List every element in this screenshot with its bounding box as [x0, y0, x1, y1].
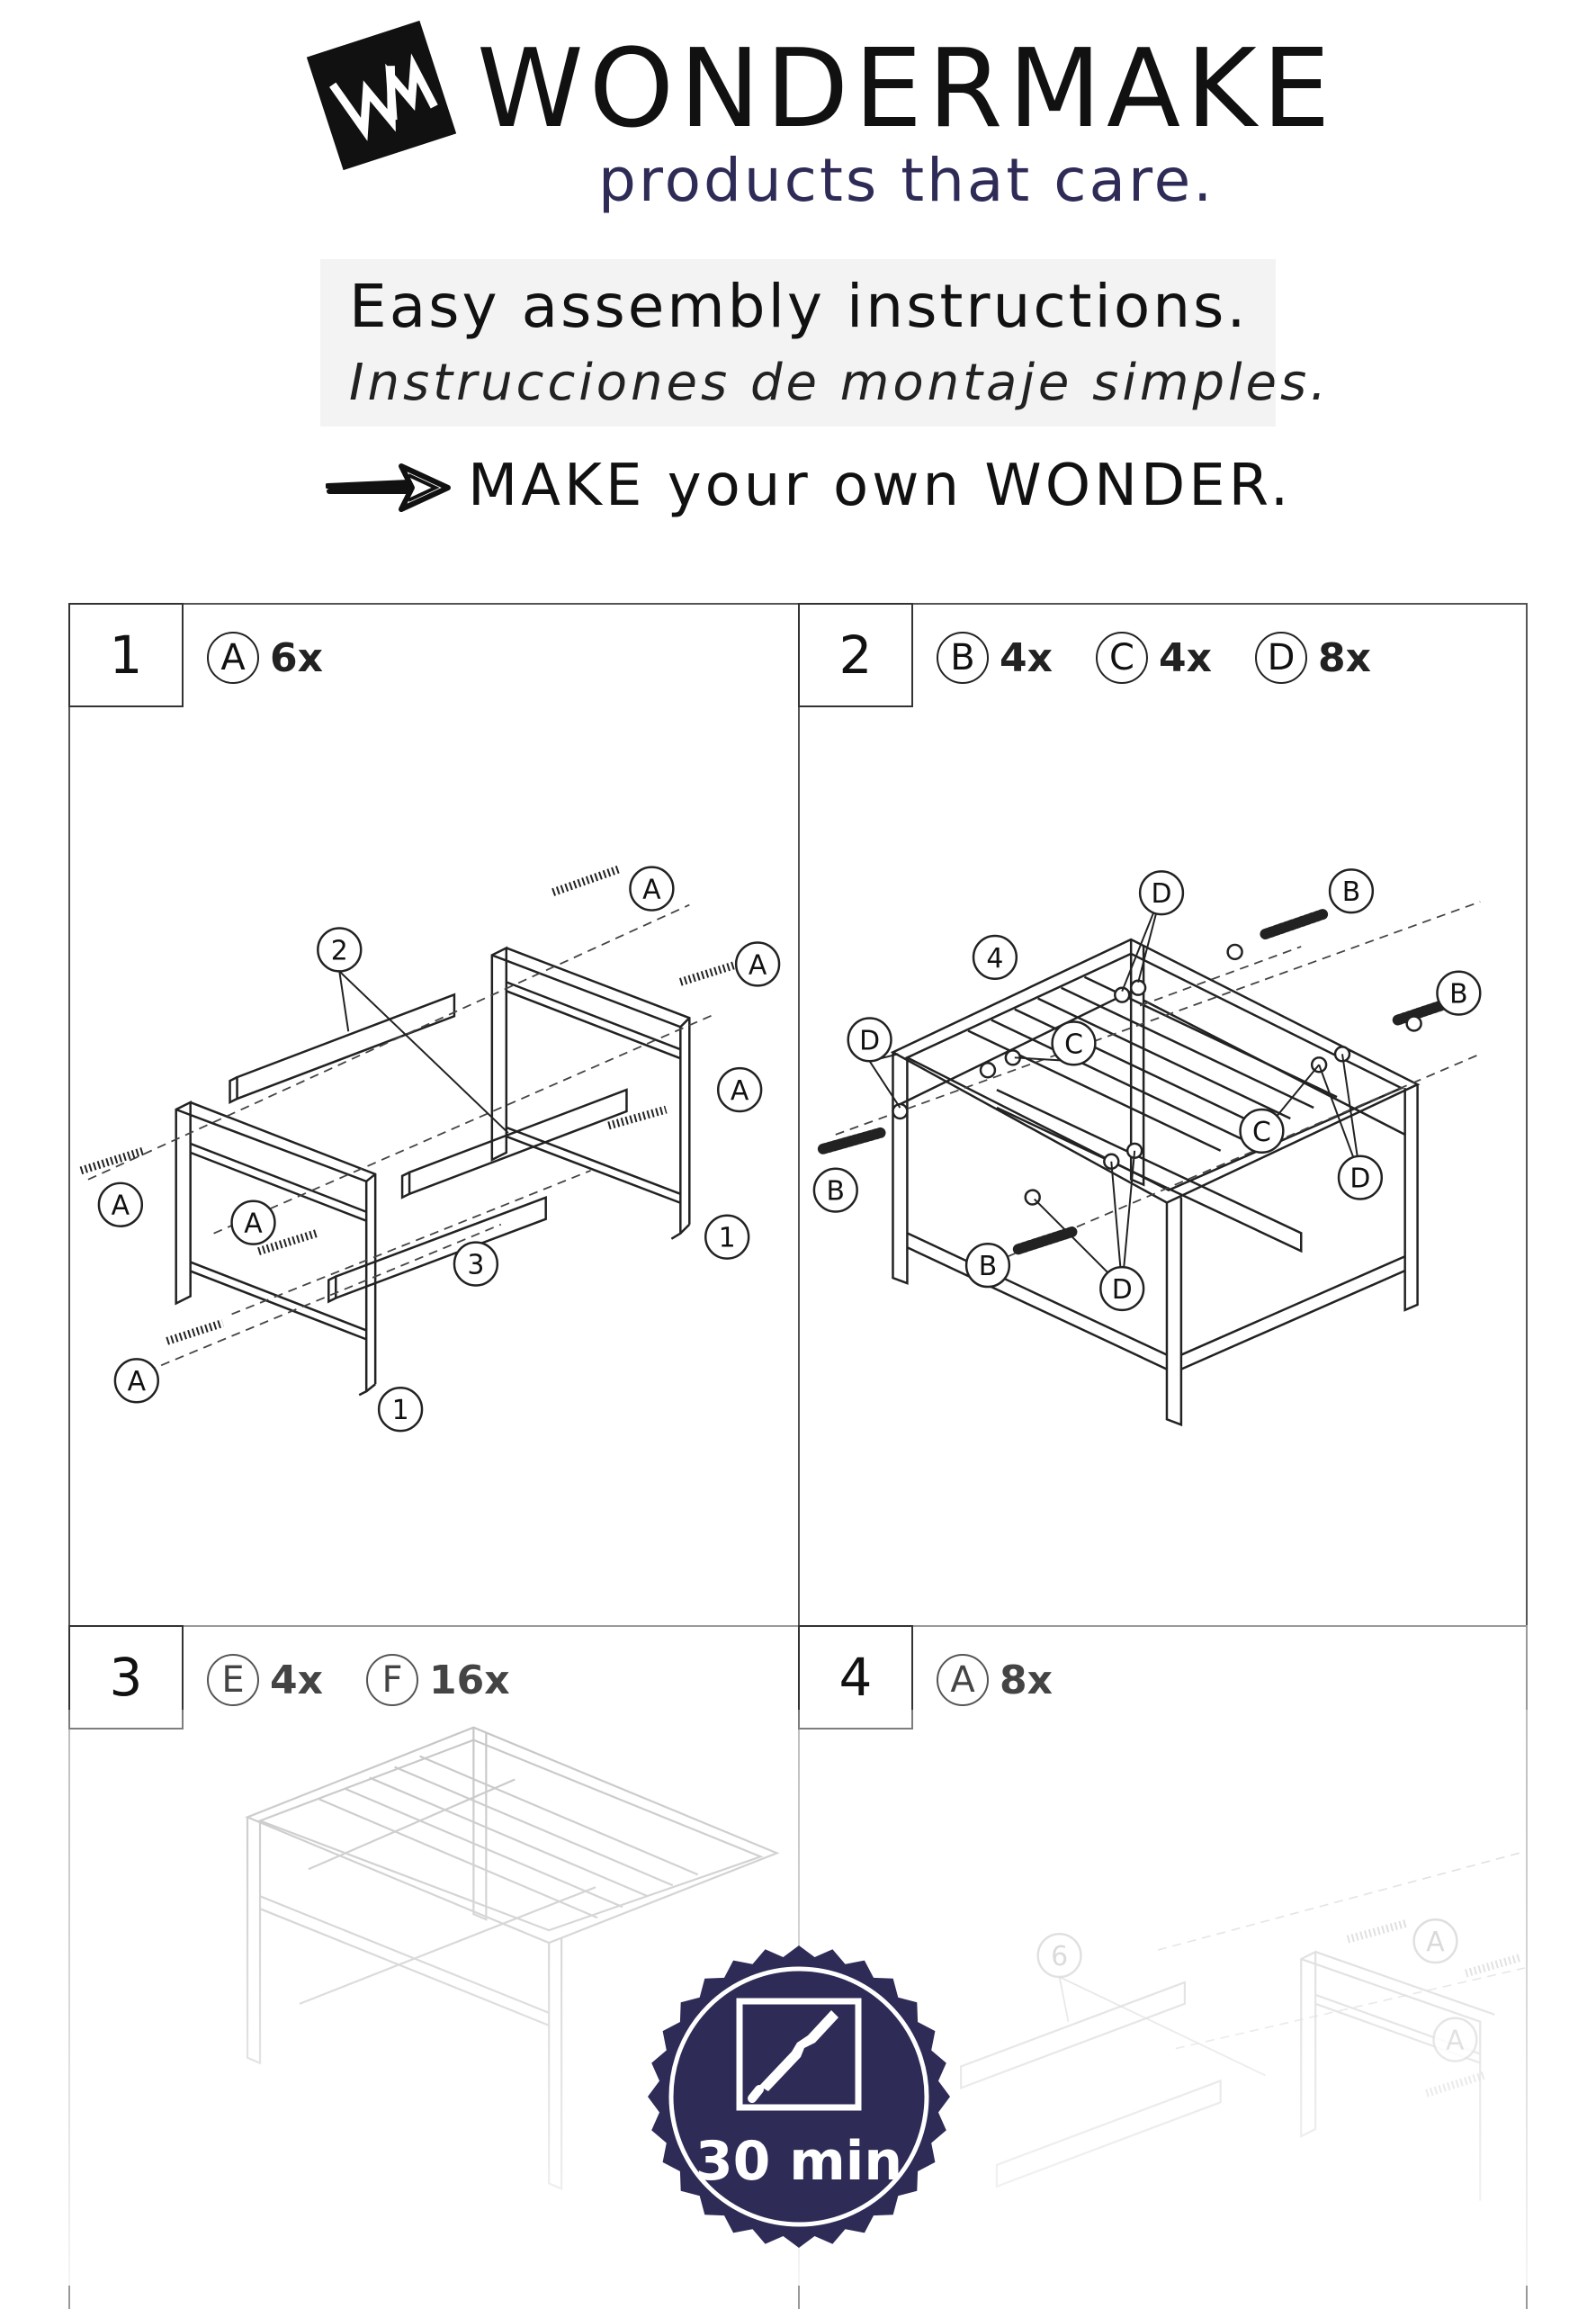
title-spanish: Instrucciones de montaje simples. [349, 354, 1330, 412]
svg-text:A: A [128, 1366, 147, 1397]
callout-D: D [847, 1017, 892, 1063]
part-qty: 8x [1000, 1657, 1053, 1703]
part-qty: 4x [1000, 634, 1053, 681]
part-letter: B [937, 632, 989, 684]
svg-text:1: 1 [719, 1223, 736, 1254]
assembly-time-badge [648, 1945, 950, 2248]
part-item: F 16x [366, 1654, 510, 1706]
svg-text:4: 4 [986, 943, 1003, 975]
callout-D: D [1099, 1265, 1145, 1312]
parts-list: E 4x F 16x [207, 1654, 510, 1706]
callout-A: A [1412, 1918, 1458, 1964]
part-item: B 4x [937, 632, 1053, 684]
part-letter: D [1255, 632, 1307, 684]
part-letter: E [207, 1654, 259, 1706]
part-qty: 16x [429, 1657, 510, 1703]
step-number: 1 [68, 603, 184, 707]
part-item: A 8x [937, 1654, 1053, 1706]
parts-list: B 4x C 4x D 8x [937, 632, 1371, 684]
svg-text:C: C [1252, 1117, 1271, 1148]
brand-name: WONDERMAKE [477, 27, 1336, 152]
svg-text:1: 1 [392, 1395, 409, 1426]
svg-text:A: A [749, 949, 767, 981]
badge-seal-shape [648, 1945, 950, 2248]
svg-text:D: D [1112, 1274, 1133, 1306]
part-qty: 4x [270, 1657, 323, 1703]
callout-1: 1 [377, 1387, 424, 1433]
callout-B: B [1436, 970, 1482, 1016]
callout-B: B [812, 1167, 858, 1213]
svg-text:D: D [859, 1025, 880, 1056]
svg-text:2: 2 [331, 935, 348, 966]
part-item: C 4x [1096, 632, 1212, 684]
part-letter: A [937, 1654, 989, 1706]
step-2-panel: 2 B 4x C 4x D 8x [798, 603, 1528, 1625]
step-1-panel: 1 A 6x [68, 603, 798, 1625]
svg-text:A: A [1426, 1927, 1445, 1958]
callout-A: A [230, 1199, 276, 1245]
callout-A: A [113, 1358, 160, 1404]
callout-C: C [1051, 1020, 1097, 1066]
svg-text:A: A [1446, 2026, 1465, 2057]
svg-text:A: A [244, 1208, 263, 1240]
part-item: E 4x [207, 1654, 323, 1706]
part-qty: 8x [1318, 634, 1371, 681]
callout-2: 2 [317, 927, 363, 973]
callout-3: 3 [453, 1241, 499, 1287]
svg-text:D: D [1349, 1163, 1370, 1195]
callout-D: D [1138, 870, 1185, 916]
svg-text:C: C [1064, 1029, 1083, 1060]
callout-A: A [716, 1066, 763, 1113]
part-letter: F [366, 1654, 418, 1706]
brand-tagline: products that care. [598, 146, 1215, 215]
callout-4: 4 [972, 934, 1018, 980]
callout-B: B [964, 1243, 1011, 1289]
callout-C: C [1239, 1108, 1285, 1154]
screwdriver-icon [736, 1998, 862, 2111]
callout-1: 1 [704, 1214, 750, 1260]
svg-text:B: B [827, 1176, 845, 1208]
step-2-drawing: B B B B C C D D D D 4 [812, 868, 1482, 1427]
part-item: A 6x [207, 632, 323, 684]
svg-text:6: 6 [1051, 1941, 1068, 1972]
svg-text:B: B [979, 1251, 997, 1282]
callout-D: D [1337, 1154, 1384, 1200]
arrow-icon [326, 463, 451, 512]
part-qty: 4x [1159, 634, 1212, 681]
brand-logo-icon [306, 20, 457, 171]
title-panel [320, 259, 1276, 427]
svg-text:B: B [1449, 979, 1467, 1011]
svg-text:A: A [112, 1190, 130, 1222]
title-english: Easy assembly instructions. [349, 272, 1249, 341]
callout-A: A [1432, 2017, 1478, 2062]
part-qty: 6x [270, 634, 323, 681]
callout-A: A [97, 1181, 144, 1227]
svg-text:D: D [1152, 878, 1172, 910]
parts-list: A 6x [207, 632, 323, 684]
part-letter: C [1096, 632, 1148, 684]
part-item: D 8x [1255, 632, 1371, 684]
step-1-drawing: A A A A A A 1 1 2 3 [79, 865, 781, 1433]
part-letter: A [207, 632, 259, 684]
step-number: 2 [798, 603, 913, 707]
svg-text:A: A [642, 875, 661, 906]
callout-B: B [1328, 868, 1375, 914]
slogan: MAKE your own WONDER. [468, 453, 1293, 519]
svg-text:3: 3 [467, 1250, 484, 1281]
callout-A: A [734, 941, 781, 987]
parts-list: A 8x [937, 1654, 1053, 1706]
svg-text:A: A [731, 1075, 749, 1107]
callout-6: 6 [1036, 1932, 1082, 1979]
assembly-time: 30 min [695, 2130, 903, 2193]
svg-text:B: B [1342, 876, 1360, 908]
callout-A: A [629, 866, 675, 912]
